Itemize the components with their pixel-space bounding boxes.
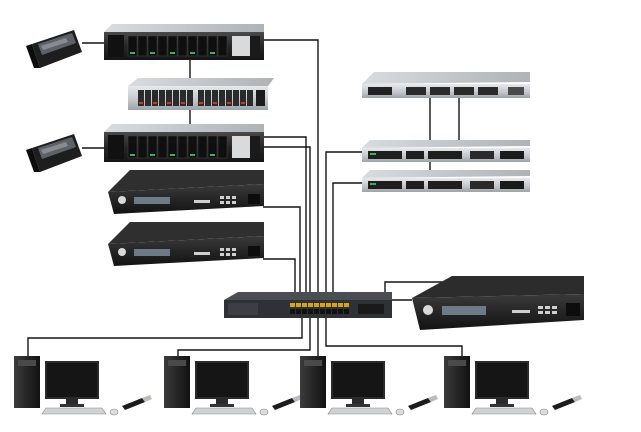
rack-server-icon[interactable] [362, 140, 530, 162]
network-switch-icon[interactable] [224, 292, 392, 318]
rack-server-icon[interactable] [128, 78, 274, 110]
cable-switch-ws2 [177, 318, 311, 358]
rack-server-icon[interactable] [362, 72, 530, 98]
cable-server3-switch-a [262, 136, 307, 300]
cable-switch-ws1 [27, 318, 303, 358]
network-appliance-icon[interactable] [108, 170, 264, 214]
network-appliance-icon[interactable] [108, 222, 264, 266]
cable-rserver2-switch [325, 151, 363, 300]
rack-server-icon[interactable] [104, 24, 264, 60]
cable-rserver3-switch [332, 182, 363, 300]
cable-appliance1-switch [263, 206, 301, 300]
cable-switch-ws4 [325, 318, 463, 358]
cable-server1-switch [262, 39, 319, 300]
rack-server-icon[interactable] [104, 124, 264, 162]
desktop-workstation-icon[interactable] [300, 356, 438, 416]
desktop-workstation-icon[interactable] [164, 356, 302, 416]
cable-appliance3-switch-b [384, 281, 460, 296]
desktop-workstation-icon[interactable] [444, 356, 582, 416]
cable-server3-switch-b [262, 146, 311, 300]
rack-server-icon[interactable] [362, 170, 530, 192]
portable-encryption-device-icon[interactable] [26, 30, 82, 68]
desktop-workstation-icon[interactable] [14, 356, 152, 416]
cable-appliance2-switch [263, 258, 296, 300]
portable-encryption-device-icon[interactable] [26, 134, 82, 172]
network-appliance-icon[interactable] [412, 276, 584, 330]
